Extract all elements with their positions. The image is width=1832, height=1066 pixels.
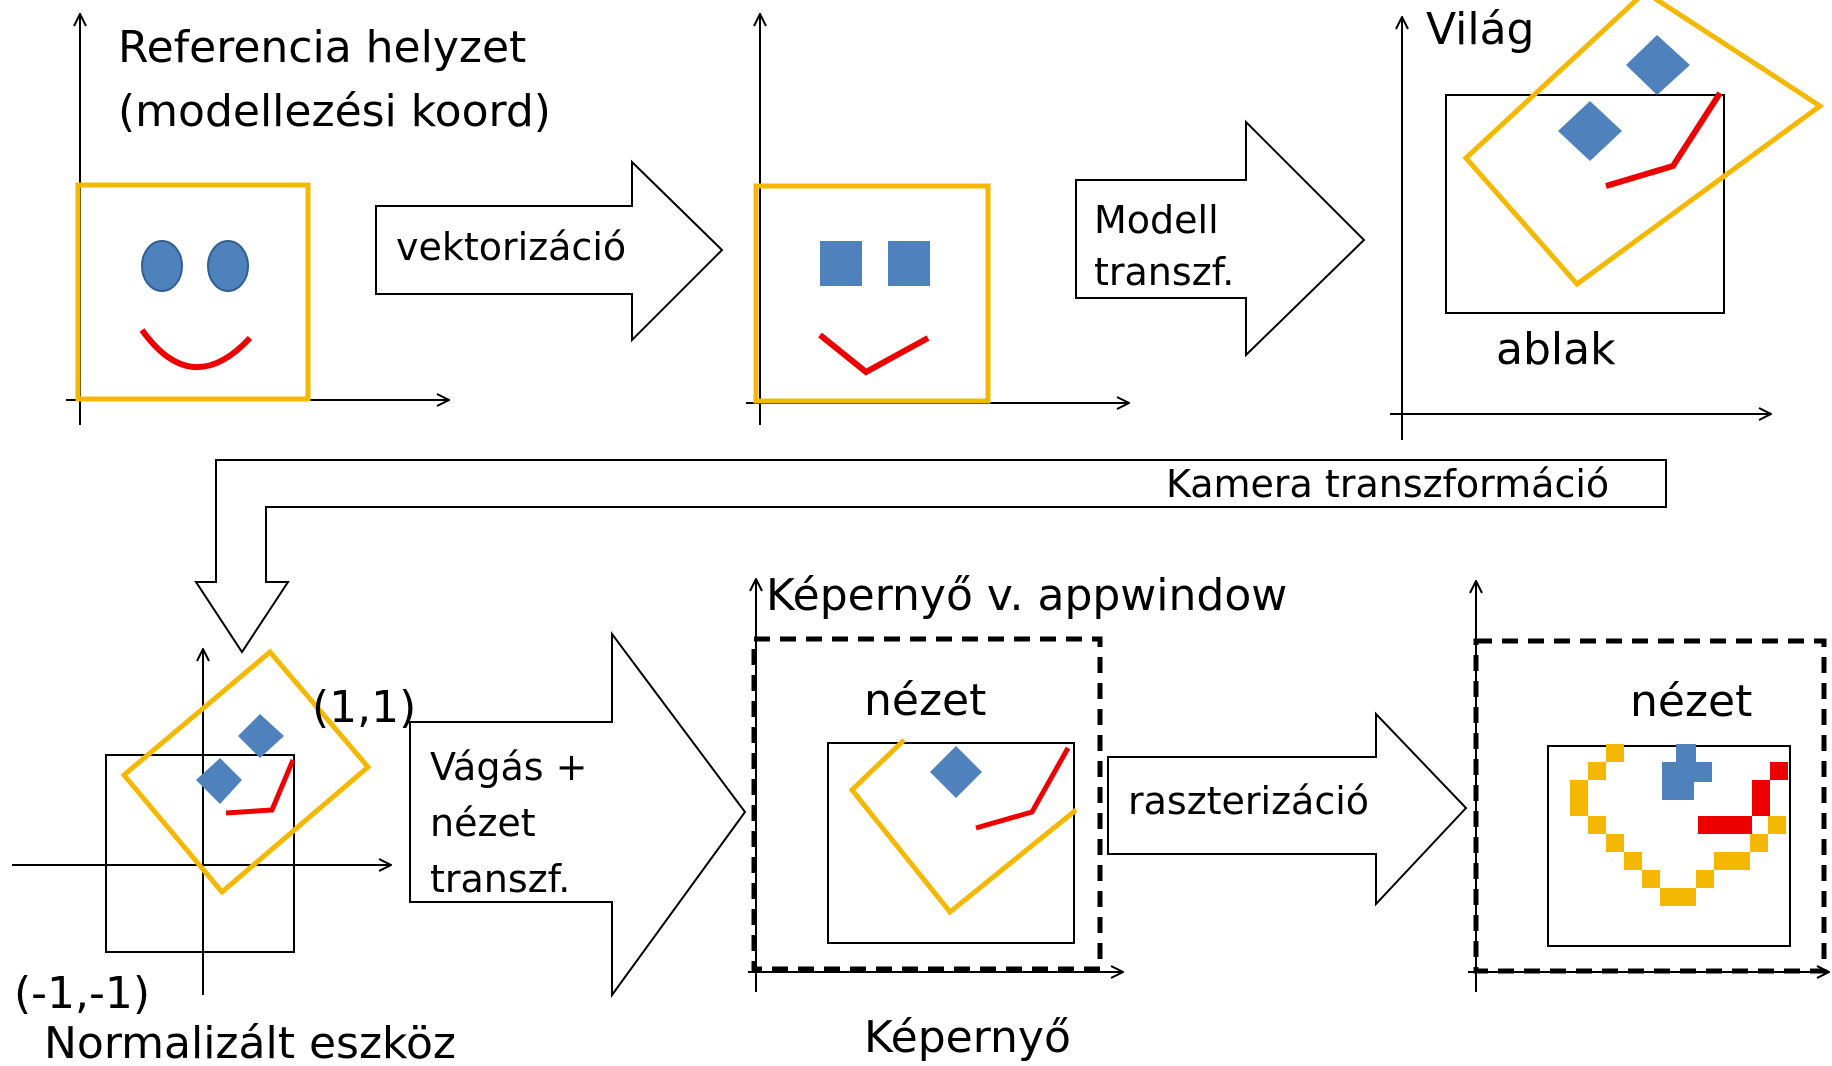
- stage1-title-line2: (modellezési koord): [118, 86, 551, 137]
- world-mouth: [1605, 91, 1723, 189]
- world-label: Világ: [1426, 4, 1534, 55]
- ndc-eye-1: [196, 758, 242, 804]
- stage-ndc: (1,1) (-1,-1) Normalizált eszköz: [12, 650, 456, 1066]
- ndc-square: [105, 754, 295, 953]
- raster-pixel: [1678, 888, 1696, 906]
- raster-pixel: [1588, 816, 1606, 834]
- raster-pixel: [1714, 852, 1732, 870]
- vector-frame: [753, 183, 991, 404]
- screen-view-label: nézet: [864, 675, 986, 726]
- raster-pixel: [1770, 762, 1788, 780]
- raster-pixel: [1570, 798, 1588, 816]
- model-transform-label-line2: transzf.: [1094, 250, 1234, 294]
- raster-pixel: [1662, 782, 1694, 800]
- raster-view-label: nézet: [1630, 676, 1752, 727]
- raster-pixel: [1676, 744, 1696, 764]
- window-label: ablak: [1496, 324, 1616, 375]
- smiley-mouth: [139, 328, 253, 371]
- ndc-eye-2: [238, 714, 284, 758]
- vector-left-eye: [820, 241, 862, 286]
- bent-arrow: [194, 459, 1667, 654]
- stage-modeling: Referencia helyzet (modellezési koord): [66, 15, 551, 425]
- viewport-rect: [827, 742, 1075, 944]
- clipping-label-line1: Vágás +: [430, 745, 587, 789]
- arrow-model-transform: Modell transzf.: [1075, 119, 1366, 358]
- raster-pixel: [1660, 888, 1678, 906]
- stage-world: Világ ablak: [1390, 0, 1825, 440]
- viewport-mouth: [975, 746, 1071, 831]
- arrow-rasterization: raszterizáció: [1107, 711, 1468, 907]
- raster-pixel: [1732, 852, 1750, 870]
- arrow-camera-transform: Kamera transzformáció: [194, 459, 1667, 654]
- raster-pixel: [1588, 762, 1606, 780]
- ndc-corner-max: (1,1): [312, 682, 416, 733]
- clipping-label-line2: nézet: [430, 801, 536, 845]
- raster-pixel: [1570, 780, 1588, 798]
- raster-pixel: [1750, 834, 1768, 852]
- screen-bottom-label: Képernyő: [864, 1012, 1071, 1063]
- vector-right-eye: [888, 241, 930, 286]
- raster-pixel: [1768, 816, 1786, 834]
- raster-pixel: [1606, 744, 1624, 762]
- stage-vectorized: [746, 15, 1128, 425]
- world-object-frame: [1462, 0, 1825, 288]
- ndc-object-frame: [120, 648, 372, 896]
- block-arrow: [1107, 711, 1468, 907]
- stage1-title-line1: Referencia helyzet: [118, 22, 526, 73]
- raster-pixel: [1606, 834, 1624, 852]
- viewport-clipped-frame: [848, 738, 1078, 916]
- raster-pixel: [1642, 870, 1660, 888]
- clipping-label-line3: transzf.: [430, 857, 570, 901]
- smiley-frame: [75, 182, 311, 402]
- world-eye-2: [1626, 35, 1690, 95]
- arrow-clipping-viewport: Vágás + nézet transzf.: [409, 630, 747, 999]
- raster-pixel: [1624, 852, 1642, 870]
- ndc-caption: Normalizált eszköz: [44, 1018, 456, 1066]
- rasterization-label: raszterizáció: [1128, 779, 1369, 823]
- raster-pixel: [1696, 870, 1714, 888]
- camera-transform-label: Kamera transzformáció: [1166, 462, 1609, 506]
- ndc-corner-min: (-1,-1): [14, 968, 150, 1019]
- raster-pixel: [1698, 816, 1734, 834]
- raster-pixel: [1752, 780, 1770, 798]
- raster-pixel: [1734, 816, 1752, 834]
- vector-mouth: [818, 332, 930, 376]
- arrow-vectorization: vektorizáció: [375, 159, 724, 343]
- model-transform-label-line1: Modell: [1094, 198, 1219, 242]
- stage-screen: Képernyő v. appwindow nézet Képernyő: [748, 570, 1287, 1063]
- raster-blue-pixels: [1662, 744, 1712, 800]
- block-arrow: [1075, 119, 1366, 358]
- stage-raster: nézet: [1468, 582, 1828, 992]
- viewport-eye: [930, 746, 982, 798]
- screen-top-label: Képernyő v. appwindow: [766, 570, 1287, 621]
- ndc-mouth: [225, 759, 296, 816]
- raster-pixel: [1676, 762, 1712, 782]
- vectorization-label: vektorizáció: [396, 225, 626, 269]
- smiley-left-eye: [141, 240, 183, 292]
- smiley-right-eye: [207, 240, 249, 292]
- raster-yellow-pixels: [1570, 744, 1786, 906]
- world-eye-1: [1558, 101, 1622, 161]
- world-window: [1445, 94, 1725, 314]
- block-arrow: [409, 630, 747, 999]
- block-arrow: [375, 159, 724, 343]
- raster-red-pixels: [1698, 762, 1788, 834]
- raster-pixel: [1752, 798, 1770, 816]
- raster-viewport-rect: [1547, 745, 1791, 947]
